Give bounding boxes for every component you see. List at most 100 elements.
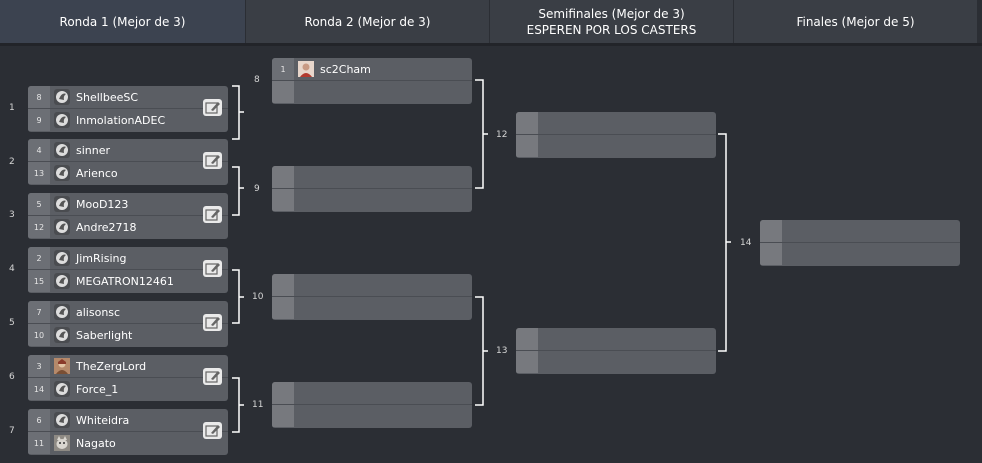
- edit-match-4-icon[interactable]: [203, 260, 222, 277]
- seed: [272, 297, 294, 319]
- match-12-player-2[interactable]: [516, 135, 716, 157]
- player-name: alisonsc: [76, 305, 121, 319]
- match-2-player-1[interactable]: 4 sinner: [28, 139, 228, 162]
- match-6-number: 6: [9, 372, 15, 382]
- protoss-icon: [54, 165, 70, 181]
- seed: [760, 220, 782, 242]
- match-10-player-1[interactable]: [272, 274, 472, 297]
- connector-10-11: [475, 296, 488, 406]
- match-14-player-1[interactable]: [760, 220, 960, 243]
- edit-match-7-icon[interactable]: [203, 422, 222, 439]
- player-name: ShellbeeSC: [76, 90, 139, 104]
- protoss-icon: [54, 327, 70, 343]
- match-1-player-2[interactable]: 9 InmolationADEC: [28, 109, 228, 131]
- match-5-number: 5: [9, 318, 15, 328]
- match-11[interactable]: [272, 382, 472, 428]
- match-14-player-2[interactable]: [760, 243, 960, 265]
- match-13-player-1[interactable]: [516, 328, 716, 351]
- match-2-player-2[interactable]: 13 Arienco: [28, 162, 228, 184]
- seed: [272, 405, 294, 427]
- seed: 8: [28, 86, 50, 108]
- seed: 1: [272, 58, 294, 80]
- connector-1-2: [232, 85, 244, 140]
- match-7-player-2[interactable]: 11 Nagato: [28, 432, 228, 454]
- player-name: Force_1: [76, 382, 119, 396]
- portrait-icon: [54, 358, 70, 374]
- match-8[interactable]: 1 sc2Cham: [272, 58, 472, 104]
- header-semifinals-title: Semifinales (Mejor de 3): [538, 6, 685, 21]
- seed: 12: [28, 216, 50, 238]
- player-name: Andre2718: [76, 220, 137, 234]
- edit-match-5-icon[interactable]: [203, 314, 222, 331]
- match-9[interactable]: [272, 166, 472, 212]
- match-5[interactable]: 7 alisonsc 10 Saberlight: [28, 301, 228, 347]
- player-name: Arienco: [76, 166, 118, 180]
- match-2-number: 2: [9, 157, 15, 167]
- match-10-player-2[interactable]: [272, 297, 472, 319]
- match-5-player-1[interactable]: 7 alisonsc: [28, 301, 228, 324]
- seed: 10: [28, 324, 50, 346]
- match-7-player-1[interactable]: 6 Whiteidra: [28, 409, 228, 432]
- match-3[interactable]: 5 MooD123 12 Andre2718: [28, 193, 228, 239]
- match-14[interactable]: [760, 220, 960, 266]
- match-5-player-2[interactable]: 10 Saberlight: [28, 324, 228, 346]
- connector-4-5: [232, 269, 244, 324]
- header-round-1[interactable]: Ronda 1 (Mejor de 3): [0, 0, 246, 43]
- header-semifinals[interactable]: Semifinales (Mejor de 3) ESPEREN POR LOS…: [490, 0, 734, 43]
- match-3-player-1[interactable]: 5 MooD123: [28, 193, 228, 216]
- match-1[interactable]: 8 ShellbeeSC 9 InmolationADEC: [28, 86, 228, 132]
- match-1-player-1[interactable]: 8 ShellbeeSC: [28, 86, 228, 109]
- protoss-icon: [54, 250, 70, 266]
- seed: 14: [28, 378, 50, 400]
- edit-match-1-icon[interactable]: [203, 99, 222, 116]
- match-3-player-2[interactable]: 12 Andre2718: [28, 216, 228, 238]
- protoss-icon: [54, 112, 70, 128]
- match-8-player-1[interactable]: 1 sc2Cham: [272, 58, 472, 81]
- match-13-player-2[interactable]: [516, 351, 716, 373]
- match-8-player-2[interactable]: [272, 81, 472, 103]
- protoss-icon: [54, 273, 70, 289]
- match-4-number: 4: [9, 264, 15, 274]
- header-round-2[interactable]: Ronda 2 (Mejor de 3): [246, 0, 490, 43]
- match-12-player-1[interactable]: [516, 112, 716, 135]
- seed: [516, 351, 538, 373]
- seed: [516, 112, 538, 134]
- match-6-player-2[interactable]: 14 Force_1: [28, 378, 228, 400]
- match-4-player-2[interactable]: 15 MEGATRON12461: [28, 270, 228, 292]
- seed: [516, 328, 538, 350]
- match-12-number: 12: [496, 130, 508, 140]
- edit-match-2-icon[interactable]: [203, 152, 222, 169]
- match-12[interactable]: [516, 112, 716, 158]
- match-7-number: 7: [9, 426, 15, 436]
- seed: 9: [28, 109, 50, 131]
- match-7[interactable]: 6 Whiteidra 11 Nagato: [28, 409, 228, 455]
- edit-match-6-icon[interactable]: [203, 368, 222, 385]
- match-11-player-1[interactable]: [272, 382, 472, 405]
- player-name: JimRising: [76, 251, 127, 265]
- protoss-icon: [54, 219, 70, 235]
- match-11-player-2[interactable]: [272, 405, 472, 427]
- match-10[interactable]: [272, 274, 472, 320]
- connector-2-3: [232, 166, 244, 216]
- match-4-player-1[interactable]: 2 JimRising: [28, 247, 228, 270]
- match-2[interactable]: 4 sinner 13 Arienco: [28, 139, 228, 185]
- seed: [760, 243, 782, 265]
- match-8-number: 8: [254, 75, 260, 85]
- match-6[interactable]: 3 TheZergLord 14 Force_1: [28, 355, 228, 401]
- match-3-number: 3: [9, 210, 15, 220]
- seed: 6: [28, 409, 50, 431]
- portrait-icon: [298, 61, 314, 77]
- player-name: MEGATRON12461: [76, 274, 174, 288]
- match-4[interactable]: 2 JimRising 15 MEGATRON12461: [28, 247, 228, 293]
- match-9-player-2[interactable]: [272, 189, 472, 211]
- match-13[interactable]: [516, 328, 716, 374]
- player-name: Whiteidra: [76, 413, 130, 427]
- match-9-player-1[interactable]: [272, 166, 472, 189]
- seed: [272, 189, 294, 211]
- seed: [272, 166, 294, 188]
- header-finals[interactable]: Finales (Mejor de 5): [734, 0, 978, 43]
- edit-match-3-icon[interactable]: [203, 206, 222, 223]
- match-6-player-1[interactable]: 3 TheZergLord: [28, 355, 228, 378]
- seed: 13: [28, 162, 50, 184]
- player-name: InmolationADEC: [76, 113, 166, 127]
